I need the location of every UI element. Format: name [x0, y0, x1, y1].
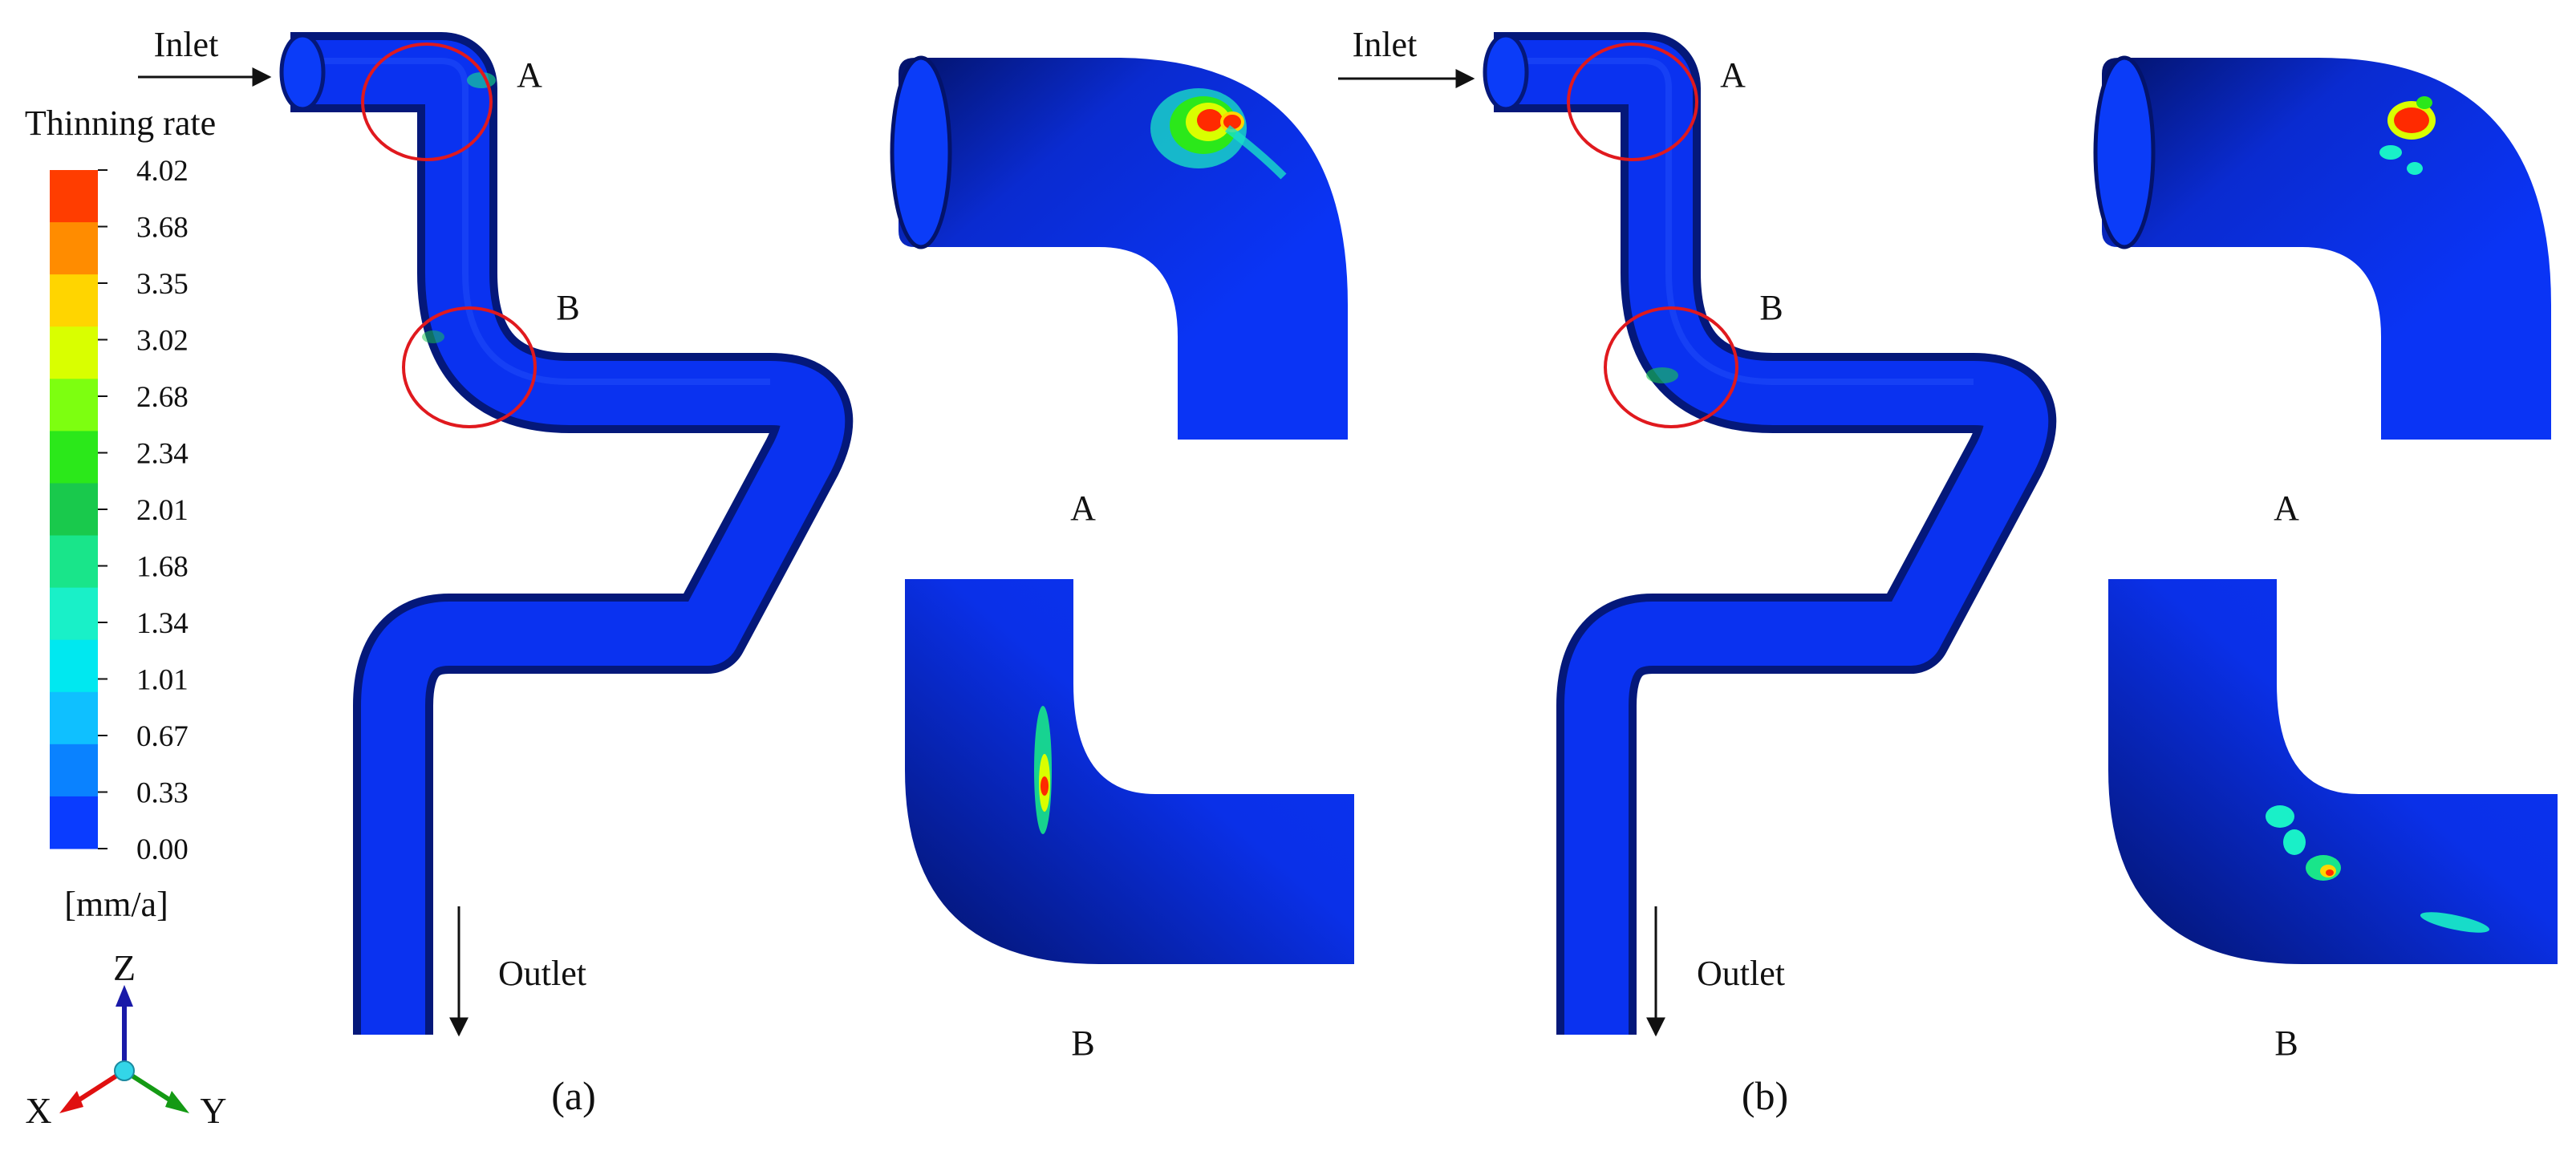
legend-title: Thinning rate — [25, 103, 216, 143]
legend-band — [50, 744, 98, 797]
highlight-circle-a-b — [1567, 43, 1698, 161]
inlet-opening-b — [1483, 33, 1529, 111]
inlet-opening-a — [279, 33, 326, 111]
legend-unit: [mm/a] — [64, 885, 168, 924]
legend-band — [50, 691, 98, 745]
legend-color-bar — [50, 170, 98, 849]
legend-band — [50, 535, 98, 589]
detail-view-b-panel-b — [2108, 579, 2558, 964]
legend-tick-label: 2.68 — [136, 381, 189, 414]
legend-band — [50, 170, 98, 223]
legend-band — [50, 639, 98, 693]
legend-band — [50, 379, 98, 432]
inlet-label-b: Inlet — [1353, 25, 1418, 64]
legend-band — [50, 274, 98, 327]
x-axis-arrow — [59, 1091, 83, 1113]
legend-band — [50, 483, 98, 537]
legend-tick-label: 2.01 — [136, 494, 189, 527]
panel-a: Inlet Outlet A B A B (a) — [138, 25, 1354, 1118]
highlight-circle-b — [402, 306, 537, 428]
legend-tick-label: 0.33 — [136, 777, 189, 810]
legend-tick-label: 1.01 — [136, 664, 189, 697]
legend-band — [50, 431, 98, 484]
x-axis-label: X — [25, 1090, 51, 1131]
legend-band — [50, 326, 98, 379]
panel-b: Inlet Outlet A B A B (b) — [1338, 25, 2558, 1118]
panel-label-a: (a) — [551, 1073, 596, 1118]
detail-view-a-panel-a — [890, 55, 1348, 440]
legend-tick-label: 4.02 — [136, 155, 189, 188]
detail-b-caption-b: B — [2274, 1023, 2298, 1063]
pipe-model-b — [1483, 32, 2057, 1035]
highlight-circle-a — [361, 43, 493, 161]
marker-b-label: B — [556, 288, 579, 327]
legend-tick-label: 1.68 — [136, 551, 189, 584]
inlet-label-a: Inlet — [154, 25, 219, 64]
legend-tick-label: 3.68 — [136, 212, 189, 245]
legend-tick-label: 1.34 — [136, 607, 189, 640]
axis-triad: Z X Y — [25, 947, 226, 1131]
axis-origin — [114, 1060, 135, 1081]
outlet-label-b: Outlet — [1697, 954, 1785, 993]
panel-label-b: (b) — [1742, 1073, 1788, 1118]
legend-tick-label: 2.34 — [136, 438, 189, 471]
legend-tick-label: 3.35 — [136, 268, 189, 301]
legend-tick-label: 0.67 — [136, 720, 189, 753]
detail-view-b-panel-a — [905, 579, 1354, 964]
detail-a-caption-a: A — [1070, 488, 1096, 528]
y-axis-arrow — [165, 1091, 189, 1113]
detail-a-caption-b: A — [2274, 488, 2299, 528]
legend-tick-label: 0.00 — [136, 833, 189, 866]
legend: Thinning rate 4.02 3.68 3.35 3.02 2.68 2.34 2.… — [25, 103, 216, 924]
y-axis-label: Y — [200, 1090, 226, 1131]
z-axis-arrow — [116, 985, 133, 1007]
outlet-label-a: Outlet — [498, 954, 586, 993]
legend-band — [50, 222, 98, 275]
detail-b-caption-a: B — [1071, 1023, 1094, 1063]
z-axis-label: Z — [113, 947, 136, 988]
marker-a-label: A — [517, 55, 542, 95]
legend-band — [50, 587, 98, 641]
legend-band — [50, 796, 98, 849]
legend-tick-label: 3.02 — [136, 325, 189, 358]
highlight-circle-b-b — [1604, 306, 1738, 428]
marker-a-label-b: A — [1720, 55, 1746, 95]
marker-b-label-b: B — [1759, 288, 1783, 327]
pipe-model-a — [279, 32, 854, 1035]
legend-ticks: 4.02 3.68 3.35 3.02 2.68 2.34 2.01 1.68 1.34 1.01… — [98, 155, 189, 866]
detail-view-a-panel-b — [2093, 55, 2551, 440]
